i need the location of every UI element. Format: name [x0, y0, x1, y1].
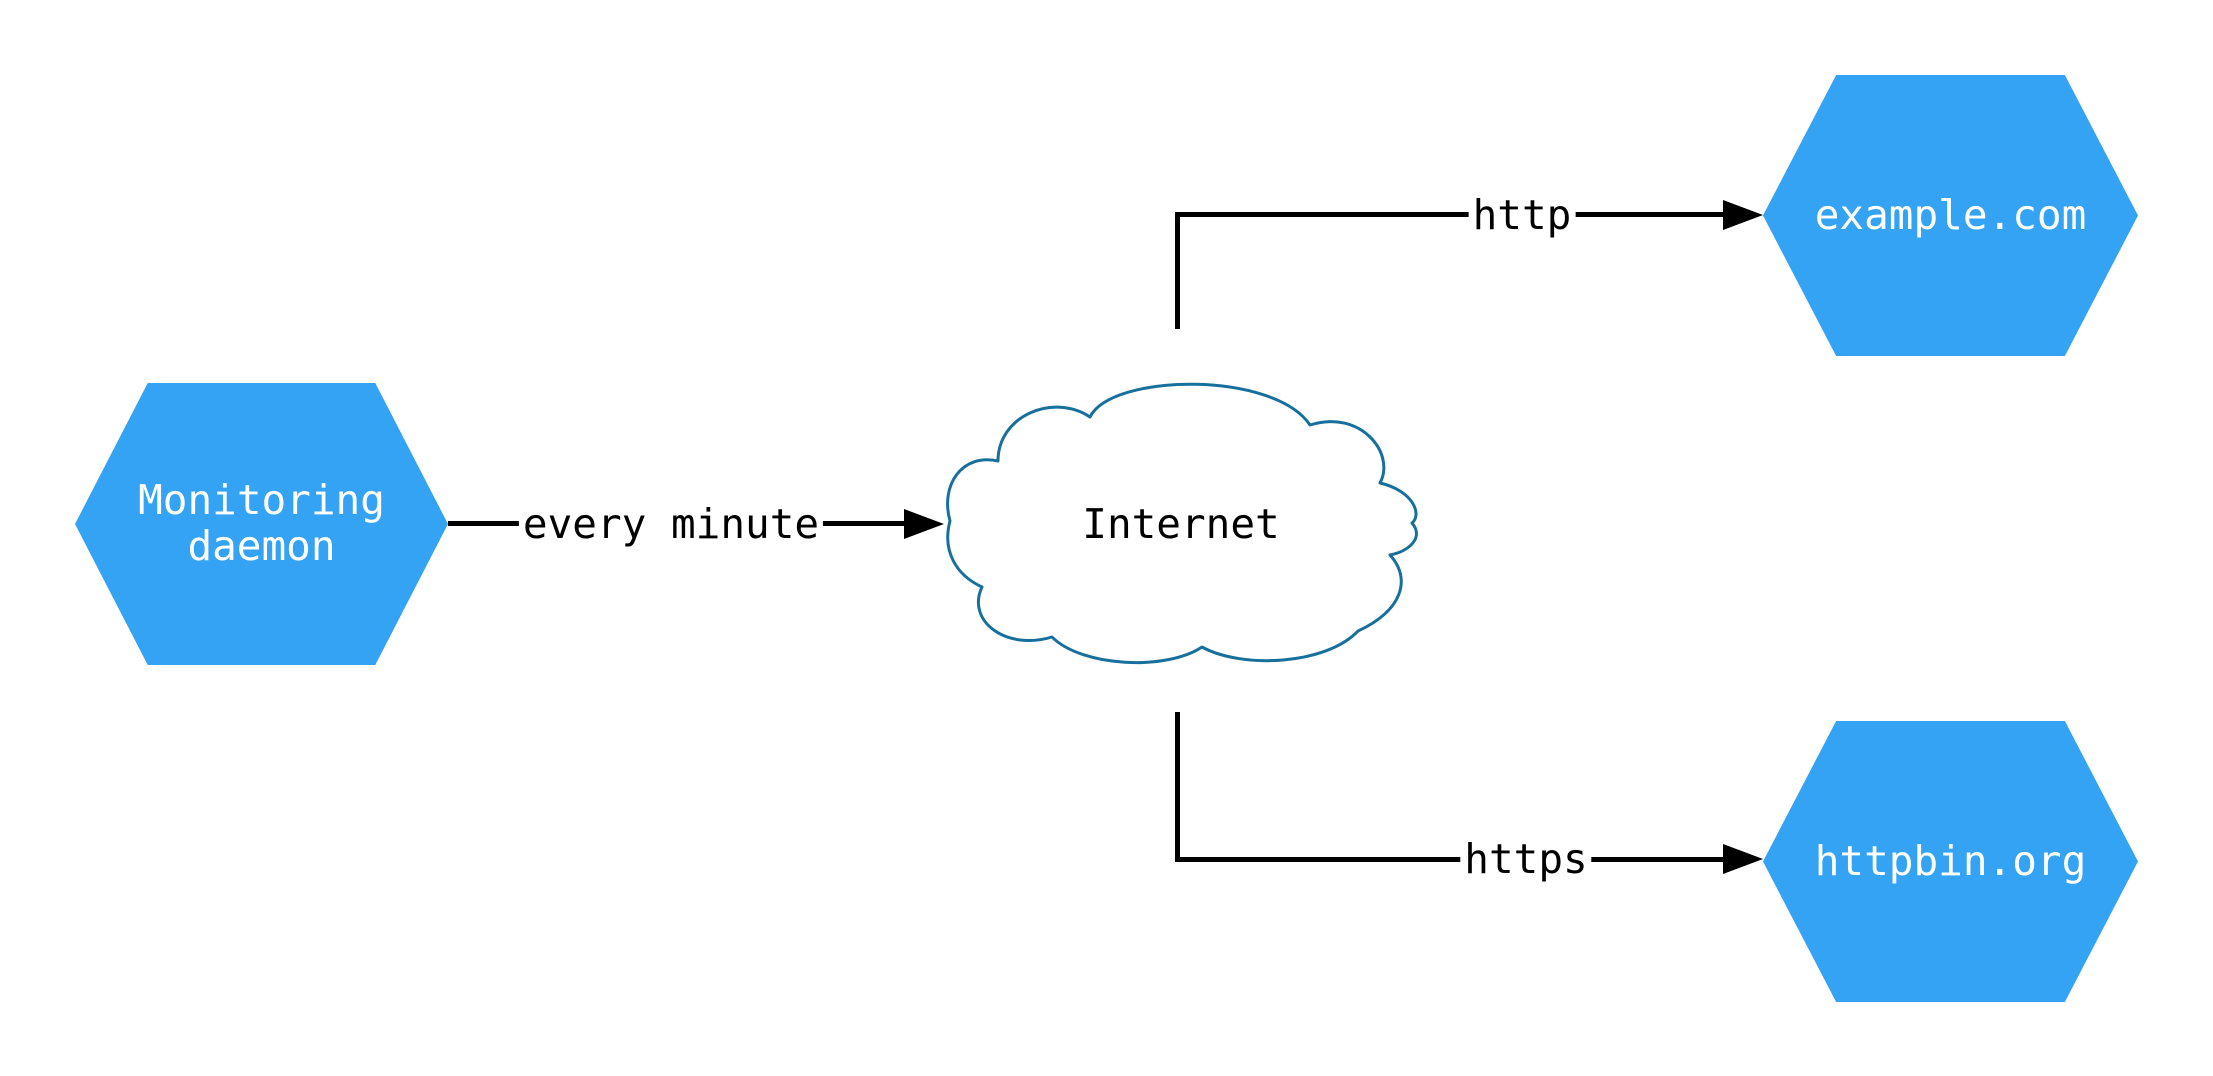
edge-label-http: http: [1468, 191, 1576, 239]
edge-label-every-minute: every minute: [518, 500, 824, 548]
edge-http-vertical-line: [1175, 212, 1180, 329]
monitoring-daemon-label: Monitoring daemon: [138, 476, 385, 570]
node-httpbin-org: httpbin.org: [1763, 721, 2138, 1002]
edge-https-arrowhead-icon: [1723, 844, 1763, 874]
edge-https-vertical-line: [1175, 712, 1180, 862]
node-example-com: example.com: [1763, 75, 2138, 356]
cloud-icon: [946, 382, 1418, 665]
edge-http-arrowhead-icon: [1723, 200, 1763, 230]
node-internet: Internet: [944, 381, 1418, 665]
example-com-label: example.com: [1814, 190, 2087, 239]
node-monitoring-daemon: Monitoring daemon: [75, 383, 448, 665]
httpbin-org-label: httpbin.org: [1814, 836, 2087, 885]
edge-http-line: [1177, 212, 1723, 217]
edge-https-line: [1177, 857, 1723, 862]
edge-label-https: https: [1460, 835, 1592, 883]
internet-label: Internet: [1082, 500, 1280, 548]
edge-every-minute-arrowhead-icon: [904, 509, 944, 539]
